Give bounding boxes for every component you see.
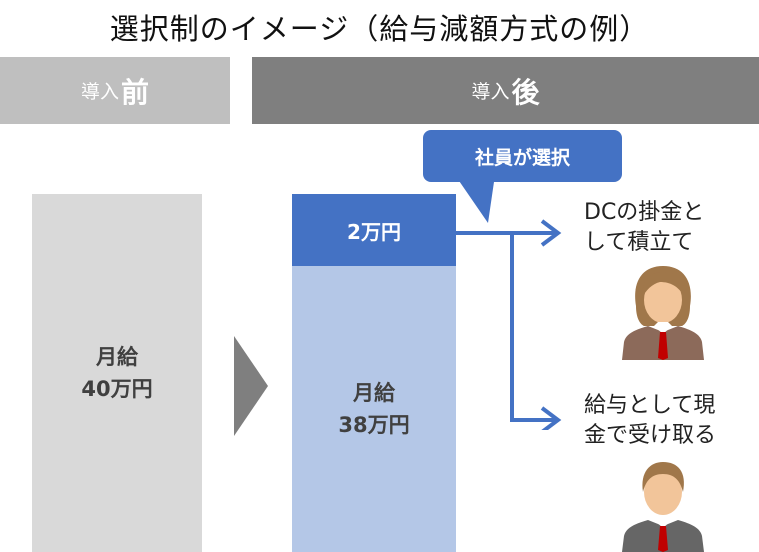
salary-before-label: 月給 xyxy=(96,345,138,369)
header-after: 導入 後 xyxy=(252,57,759,124)
salary-before-amount: 40万円 xyxy=(81,377,153,401)
header-before: 導入 前 xyxy=(0,57,230,124)
header-before-prefix: 導入 xyxy=(80,81,119,103)
header-after-prefix: 導入 xyxy=(471,81,510,103)
diagram-title: 選択制のイメージ（給与減額方式の例） xyxy=(109,12,650,46)
salary-after-label: 月給 xyxy=(353,381,395,405)
branch-arrows xyxy=(456,219,562,430)
transition-arrow-icon xyxy=(234,336,268,436)
dc-contribution-amount: 2万円 xyxy=(347,219,401,244)
female-employee-icon xyxy=(622,266,704,360)
option-dc-line1: DCの掛金と xyxy=(584,200,705,225)
dc-contribution-segment: 2万円 xyxy=(292,194,456,266)
option-cash-line2: 金で受け取る xyxy=(584,423,717,448)
employee-choice-label: 社員が選択 xyxy=(474,146,570,169)
male-employee-icon xyxy=(622,462,704,552)
option-cash-label: 給与として現 金で受け取る xyxy=(584,391,716,451)
option-dc-label: DCの掛金と して積立て xyxy=(584,198,704,258)
option-dc-line2: して積立て xyxy=(584,230,694,255)
option-cash-line1: 給与として現 xyxy=(584,393,716,418)
salary-bar-after: 月給 38万円 xyxy=(292,266,456,552)
callout-pointer xyxy=(455,175,495,223)
header-before-suffix: 前 xyxy=(121,75,150,109)
salary-bar-before: 月給 40万円 xyxy=(32,194,202,552)
employee-choice-callout: 社員が選択 xyxy=(423,130,622,182)
salary-after-amount: 38万円 xyxy=(338,413,410,437)
header-after-suffix: 後 xyxy=(511,75,540,109)
